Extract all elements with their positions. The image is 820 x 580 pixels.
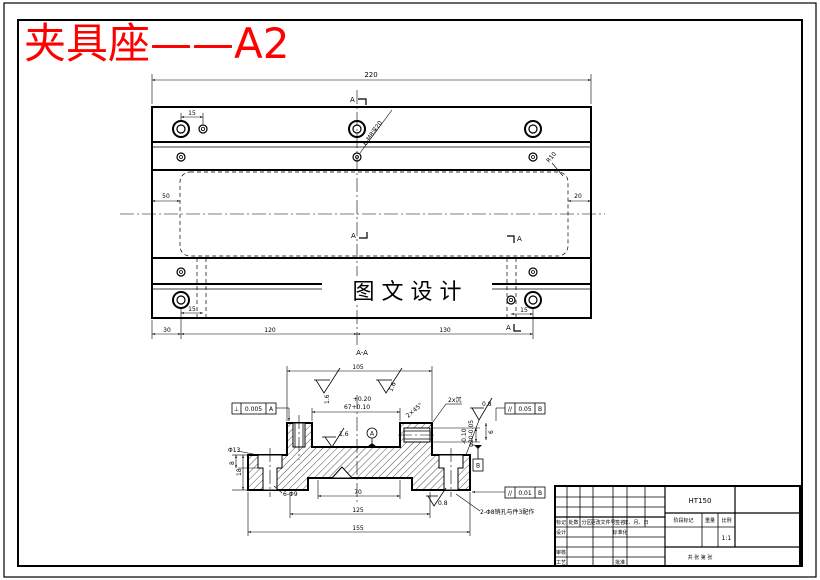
hidden-slot bbox=[179, 171, 569, 257]
dim-flange-span: 125 bbox=[352, 507, 364, 514]
label-review: 审核 bbox=[556, 549, 566, 556]
bottom-relief bbox=[330, 466, 354, 479]
roughness-top-right: 0.8 bbox=[482, 401, 492, 408]
threaded-hole bbox=[176, 267, 186, 277]
parallelism-bottom-datum: B bbox=[538, 490, 542, 497]
label-design: 设计 bbox=[556, 529, 566, 536]
datum-b-label: B bbox=[476, 463, 480, 470]
dim-bottom-right-offset: 15 bbox=[520, 307, 528, 314]
counterbore-note: 2x沉 bbox=[448, 396, 461, 404]
parallelism-top-symbol: // bbox=[508, 406, 513, 413]
parallelism-top-datum: B bbox=[538, 406, 542, 413]
bolt-hole bbox=[348, 120, 366, 138]
bolt-hole bbox=[172, 120, 190, 138]
bolt-hole bbox=[524, 120, 542, 138]
counterbore-depth: 8 bbox=[229, 461, 236, 465]
perpendicularity-symbol: ⊥ bbox=[234, 406, 239, 413]
header-change-doc: 更改文件号 bbox=[590, 519, 615, 526]
pin-hole bbox=[506, 295, 516, 305]
section-mark-top: A bbox=[350, 96, 355, 104]
pin-hole bbox=[198, 124, 208, 134]
dim-slot-left-offset: 50 bbox=[162, 193, 170, 200]
datum-a-label: A bbox=[370, 431, 375, 438]
chamfer-note: 2×45° bbox=[405, 402, 424, 420]
plate-outline bbox=[151, 106, 592, 319]
perpendicularity-tolerance: 0.005 bbox=[245, 406, 262, 413]
hole-note: 6-Φ9 bbox=[283, 491, 298, 498]
section-mark-right: A bbox=[517, 235, 522, 243]
drawing-title: 夹具座——A2 bbox=[24, 19, 289, 68]
bolt-hole bbox=[524, 291, 542, 309]
dim-base-inner: 70 bbox=[354, 489, 362, 496]
dim-edge-to-hole: 30 bbox=[163, 327, 171, 334]
header-count: 处数 bbox=[568, 519, 578, 526]
roughness-center: 1.6 bbox=[339, 431, 349, 438]
dim-top-hole-offset: 15 bbox=[188, 110, 196, 117]
watermark: 图 文 设 计 bbox=[353, 280, 462, 305]
dim-left-pitch: 120 bbox=[264, 327, 276, 334]
inner-frame bbox=[17, 19, 803, 567]
perpendicularity-datum: A bbox=[269, 406, 274, 413]
counterbore-diameter: Φ13 bbox=[228, 447, 241, 454]
outer-border bbox=[3, 2, 817, 578]
header-zone: 分区 bbox=[581, 519, 591, 526]
bore-tolerance: -0.10 bbox=[461, 428, 468, 444]
watermark-backdrop bbox=[322, 276, 492, 304]
dim-slot-right-offset: 20 bbox=[574, 193, 582, 200]
dim-overall-width: 155 bbox=[352, 525, 364, 532]
threaded-hole bbox=[528, 152, 538, 162]
dim-overall-length: 220 bbox=[364, 71, 377, 79]
header-mark: 标记 bbox=[556, 519, 566, 526]
parallelism-bottom-tolerance: 0.01 bbox=[518, 490, 532, 497]
title-block: HT150 标记 处数 分区 更改文件号 签名 年、月、日 设计 标准化 审核 … bbox=[554, 485, 801, 567]
perpendicularity-frame: ⊥ 0.005 A bbox=[231, 402, 290, 421]
datum-a-symbol: A bbox=[366, 427, 378, 447]
threaded-hole bbox=[528, 267, 538, 277]
bolt-hole bbox=[172, 291, 190, 309]
label-approve: 批准 bbox=[615, 559, 625, 566]
dim-right-pitch: 130 bbox=[439, 327, 451, 334]
parallelism-top-tolerance: 0.05 bbox=[518, 406, 532, 413]
step-height: 6 bbox=[488, 430, 495, 434]
section-label: A-A bbox=[356, 349, 368, 357]
dim-bottom-left-offset: 15 bbox=[188, 306, 196, 313]
sheet-count: 共 张 第 张 bbox=[688, 554, 713, 561]
dim-boss-span: 105 bbox=[352, 364, 364, 371]
label-scale: 比例 bbox=[721, 517, 731, 524]
dim-inner-width-tol: +0.20 bbox=[353, 396, 372, 403]
roughness-bottom: 0.8 bbox=[438, 500, 448, 507]
dim-inner-width: 67+0.10 bbox=[344, 404, 370, 411]
label-process: 工艺 bbox=[556, 560, 566, 566]
label-standardization: 标准化 bbox=[612, 529, 627, 536]
flange-height: 18 bbox=[236, 468, 243, 476]
top-view: 220 15 6-M8深20 A A A A R10 50 20 15 15 bbox=[120, 71, 605, 345]
parallelism-frame-bottom: // 0.01 B bbox=[472, 486, 546, 499]
label-stage-mark: 阶段标记 bbox=[673, 517, 693, 524]
datum-b-symbol: B bbox=[472, 445, 484, 472]
roughness-right: 1.6 bbox=[387, 381, 397, 393]
bore-diameter: φ20-0.05 bbox=[468, 420, 475, 447]
roughness-left: 1.6 bbox=[324, 394, 331, 404]
scale-value: 1:1 bbox=[722, 535, 732, 542]
threaded-hole bbox=[176, 152, 186, 162]
header-signature: 签名 bbox=[615, 519, 625, 526]
material: HT150 bbox=[689, 497, 712, 505]
parallelism-bottom-symbol: // bbox=[508, 490, 513, 497]
dim-slot-radius: R10 bbox=[545, 151, 558, 165]
header-date: 年、月、日 bbox=[623, 519, 648, 526]
threaded-hole bbox=[352, 152, 362, 162]
label-weight: 重量 bbox=[705, 517, 715, 524]
pin-note: 2-Φ8销孔与件3配作 bbox=[480, 508, 534, 516]
section-mark-bottom: A bbox=[506, 324, 511, 332]
section-view: A-A 105 1.6 1.6 +0.20 67+0.10 2×45° bbox=[228, 349, 546, 536]
section-mark-center: A bbox=[351, 232, 356, 240]
parallelism-frame-top: // 0.05 B bbox=[495, 402, 546, 421]
